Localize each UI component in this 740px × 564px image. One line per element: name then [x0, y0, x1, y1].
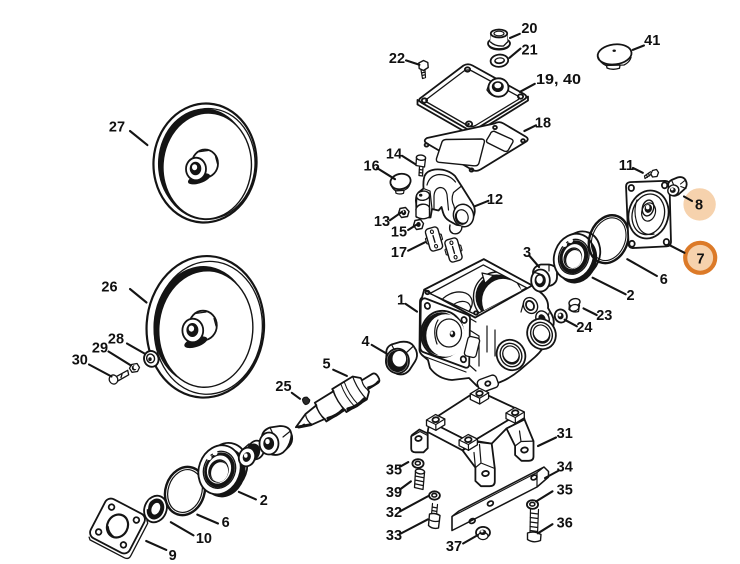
svg-text:9: 9 — [169, 548, 177, 564]
svg-text:25: 25 — [275, 379, 291, 395]
svg-text:6: 6 — [222, 515, 230, 531]
svg-text:32: 32 — [386, 505, 402, 521]
svg-text:22: 22 — [389, 51, 405, 67]
svg-text:27: 27 — [109, 120, 125, 136]
svg-text:39: 39 — [386, 485, 402, 501]
svg-text:36: 36 — [557, 516, 573, 532]
svg-text:21: 21 — [522, 43, 538, 59]
svg-text:31: 31 — [557, 426, 573, 442]
svg-text:37: 37 — [446, 539, 462, 555]
svg-text:23: 23 — [596, 308, 612, 324]
svg-text:17: 17 — [391, 245, 407, 261]
svg-text:19, 40: 19, 40 — [536, 72, 581, 88]
svg-text:35: 35 — [557, 483, 573, 499]
svg-text:2: 2 — [626, 288, 634, 304]
svg-text:28: 28 — [108, 332, 124, 348]
svg-text:30: 30 — [72, 353, 88, 369]
svg-text:11: 11 — [619, 158, 634, 174]
svg-text:29: 29 — [92, 340, 108, 356]
svg-text:35: 35 — [386, 463, 402, 479]
svg-text:12: 12 — [487, 192, 503, 208]
svg-text:6: 6 — [660, 272, 668, 288]
svg-text:34: 34 — [557, 460, 573, 476]
svg-text:1: 1 — [397, 293, 405, 309]
svg-text:7: 7 — [696, 252, 704, 268]
svg-text:18: 18 — [535, 116, 551, 132]
svg-text:26: 26 — [101, 280, 117, 296]
svg-text:15: 15 — [391, 225, 407, 241]
svg-text:10: 10 — [196, 531, 212, 547]
svg-text:8: 8 — [695, 198, 703, 214]
svg-text:24: 24 — [576, 320, 592, 336]
svg-text:41: 41 — [644, 33, 660, 49]
svg-text:33: 33 — [386, 528, 402, 544]
svg-text:13: 13 — [374, 214, 390, 230]
svg-text:16: 16 — [364, 159, 380, 175]
svg-text:3: 3 — [523, 245, 531, 261]
svg-text:4: 4 — [361, 334, 369, 350]
svg-text:20: 20 — [521, 21, 537, 37]
svg-text:14: 14 — [386, 147, 402, 163]
svg-text:2: 2 — [260, 493, 268, 509]
svg-text:5: 5 — [322, 357, 330, 373]
